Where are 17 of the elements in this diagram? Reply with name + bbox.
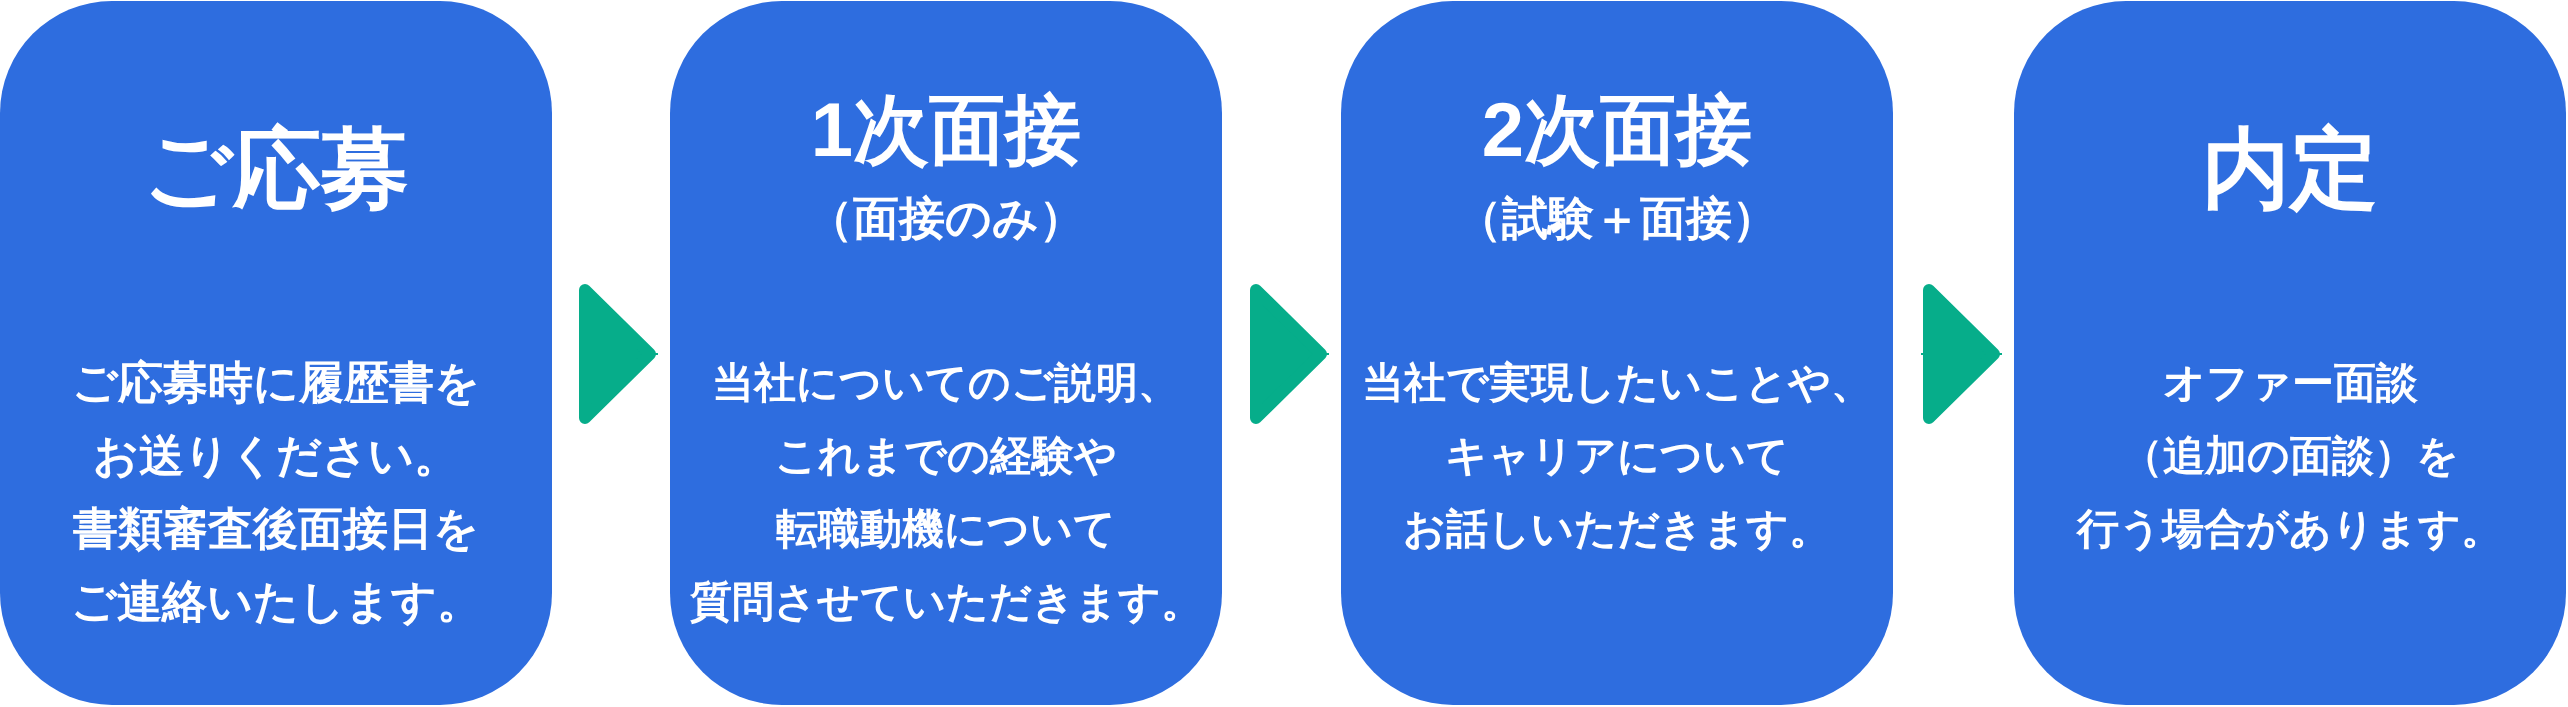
step-title: 2次面接 xyxy=(1481,85,1753,174)
step-title: 内定 xyxy=(2202,118,2378,220)
step-title: ご応募 xyxy=(143,118,409,220)
arrow xyxy=(579,284,659,424)
step-description: 当社で実現したいことや、キャリアについてお話しいただきます。 xyxy=(1361,358,1873,554)
arrow xyxy=(1920,284,2003,424)
step-subtitle: （面接のみ） xyxy=(807,191,1085,246)
step-card xyxy=(2014,1,2566,705)
step-title: 1次面接 xyxy=(810,85,1082,174)
step-subtitle: （試験＋面接） xyxy=(1456,191,1778,246)
step-description: 当社についてのご説明、これまでの経験や転職動機について質問させていただきます。 xyxy=(689,358,1203,627)
step-card xyxy=(1341,1,1893,705)
step-description: ご応募時に履歴書をお送りください。書類審査後面接日をご連絡いたします。 xyxy=(70,356,482,629)
step-card xyxy=(670,1,1222,705)
step-card xyxy=(0,1,552,705)
step-description: オファー面談（追加の面談）を行う場合があります。 xyxy=(2077,358,2503,554)
arrow xyxy=(1249,284,1330,424)
